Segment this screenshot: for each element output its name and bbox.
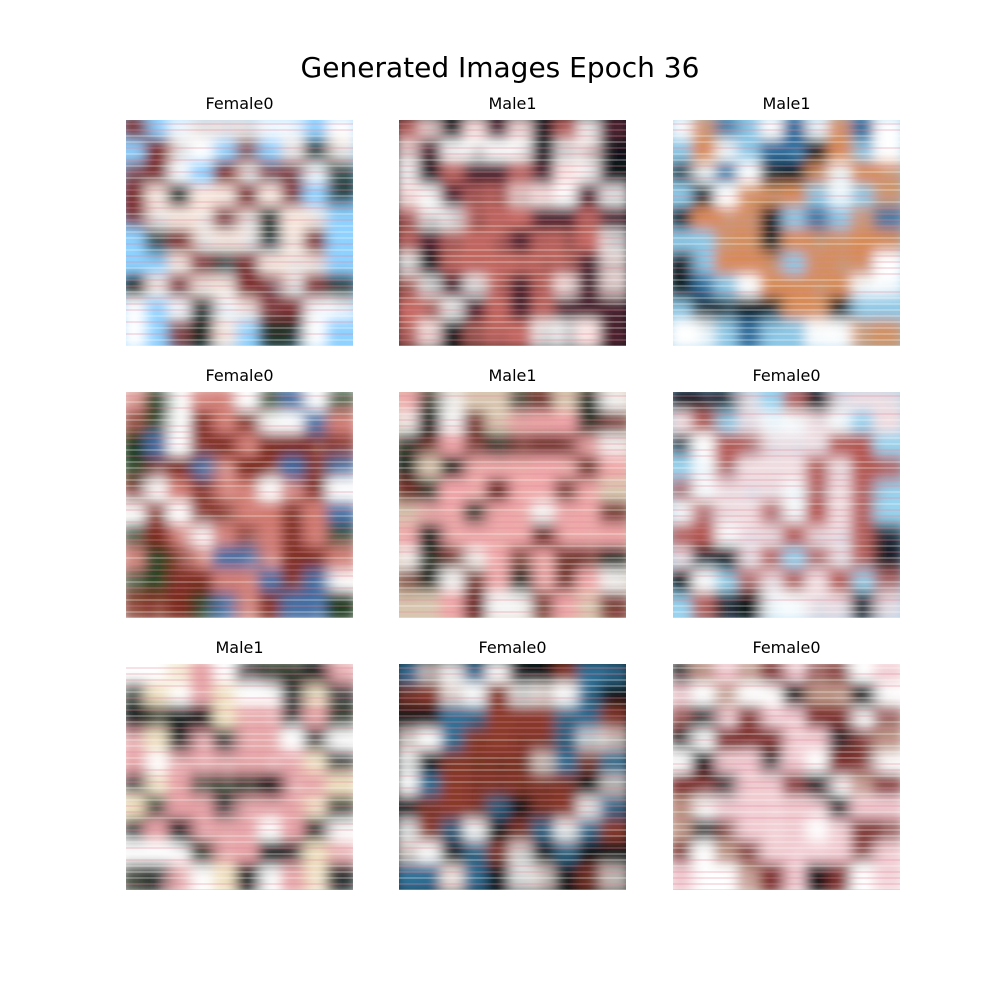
image-cell: Female0: [126, 94, 353, 346]
generated-image: [673, 392, 900, 618]
image-label: Male1: [488, 94, 537, 113]
generated-image: [126, 120, 353, 346]
image-label: Female0: [478, 638, 547, 657]
image-cell: Female0: [673, 366, 900, 618]
generated-image: [399, 120, 626, 346]
image-label: Male1: [488, 366, 537, 385]
generated-image: [399, 664, 626, 890]
image-label: Male1: [762, 94, 811, 113]
figure-title: Generated Images Epoch 36: [300, 51, 700, 84]
image-cell: Male1: [399, 94, 626, 346]
image-label: Male1: [215, 638, 264, 657]
generated-image: [126, 392, 353, 618]
generated-image: [673, 664, 900, 890]
image-cell: Female0: [126, 366, 353, 618]
image-cell: Male1: [673, 94, 900, 346]
image-cell: Male1: [399, 366, 626, 618]
image-label: Female0: [205, 94, 274, 113]
image-label: Female0: [205, 366, 274, 385]
image-cell: Female0: [399, 638, 626, 890]
image-label: Female0: [752, 366, 821, 385]
image-cell: Female0: [673, 638, 900, 890]
generated-image: [126, 664, 353, 890]
generated-image: [673, 120, 900, 346]
image-cell: Male1: [126, 638, 353, 890]
image-label: Female0: [752, 638, 821, 657]
generated-image: [399, 392, 626, 618]
